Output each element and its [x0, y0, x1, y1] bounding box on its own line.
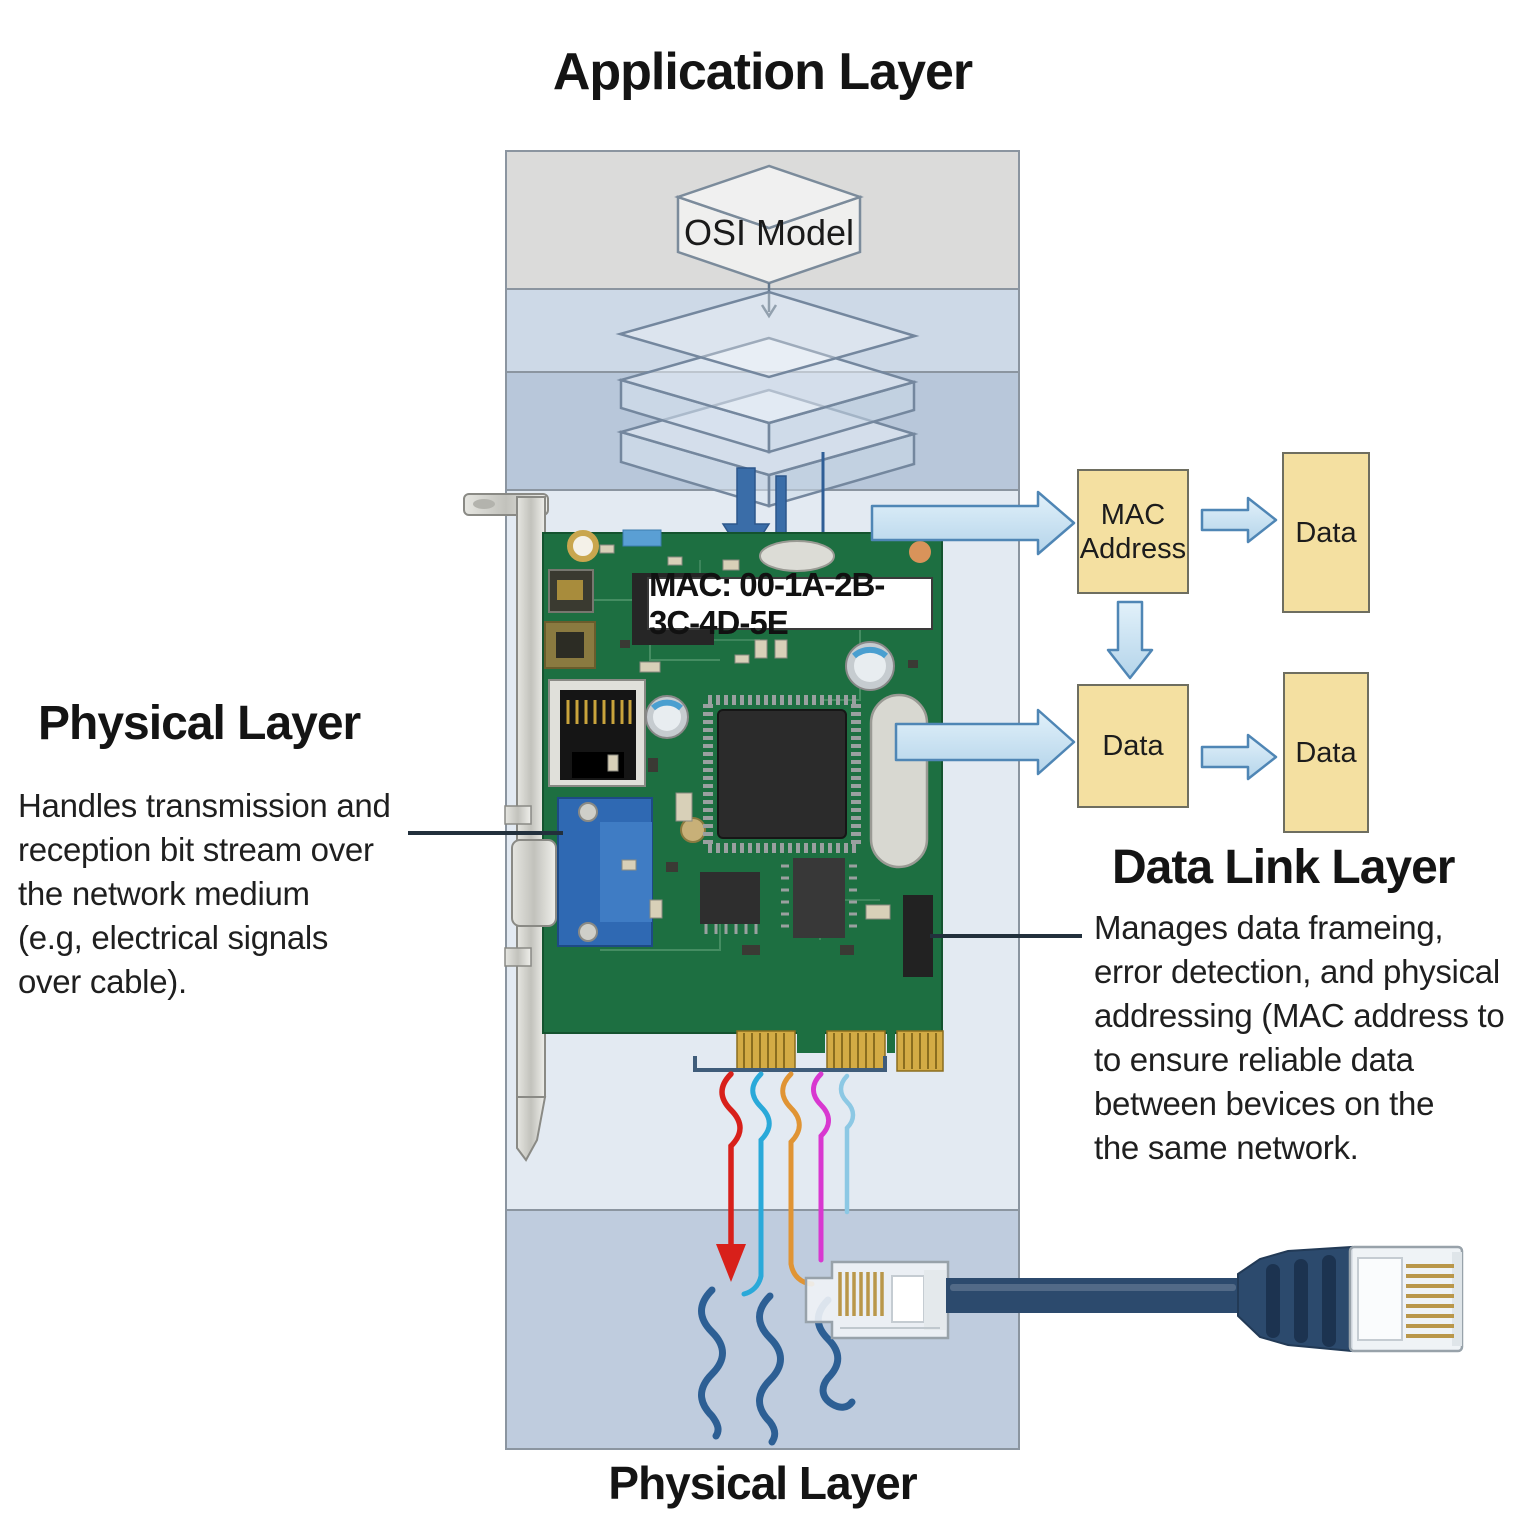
description-line: over cable).	[18, 963, 187, 1000]
data-link-layer-description: Manages data frameing, error detection, …	[1094, 906, 1534, 1170]
description-line: reception bit stream over	[18, 831, 374, 868]
description-line: (e.g, electrical signals	[18, 919, 329, 956]
band-upper-blue	[507, 290, 1018, 373]
band-mid-blue	[507, 373, 1018, 491]
arrow-mac-down	[1106, 600, 1154, 680]
description-line: the network medium	[18, 875, 310, 912]
osi-column	[505, 150, 1020, 1450]
flow-box-data-top-right: Data	[1282, 452, 1370, 613]
physical-layer-bottom-title: Physical Layer	[608, 1457, 917, 1509]
data-link-layer-heading: Data Link Layer	[1112, 841, 1455, 894]
arrow-data-to-data-bottom	[1200, 733, 1278, 781]
description-line: error detection, and physical	[1094, 953, 1500, 990]
description-line: Manages data frameing,	[1094, 909, 1444, 946]
cable-boot	[1237, 1245, 1353, 1353]
application-layer-title: Application Layer	[552, 43, 973, 101]
band-application-layer	[507, 152, 1018, 290]
physical-layer-description: Handles transmission and reception bit s…	[18, 784, 478, 1004]
flow-box-data-right: Data	[1283, 672, 1369, 833]
mac-address-label: MAC: 00-1A-2B-3C-4D-5E	[647, 566, 933, 641]
description-line: addressing (MAC address to	[1094, 997, 1505, 1034]
description-line: between bevices on the	[1094, 1085, 1435, 1122]
arrow-mac-to-data-top	[1200, 496, 1278, 544]
rj45-plug-right	[1348, 1245, 1464, 1353]
description-line: the same network.	[1094, 1129, 1359, 1166]
flow-box-mac-address: MAC Address	[1077, 469, 1189, 594]
description-line: to ensure reliable data	[1094, 1041, 1414, 1078]
physical-layer-heading: Physical Layer	[38, 697, 361, 750]
band-physical	[507, 1211, 1018, 1448]
description-line: Handles transmission and	[18, 787, 391, 824]
flow-box-data-left: Data	[1077, 684, 1189, 808]
